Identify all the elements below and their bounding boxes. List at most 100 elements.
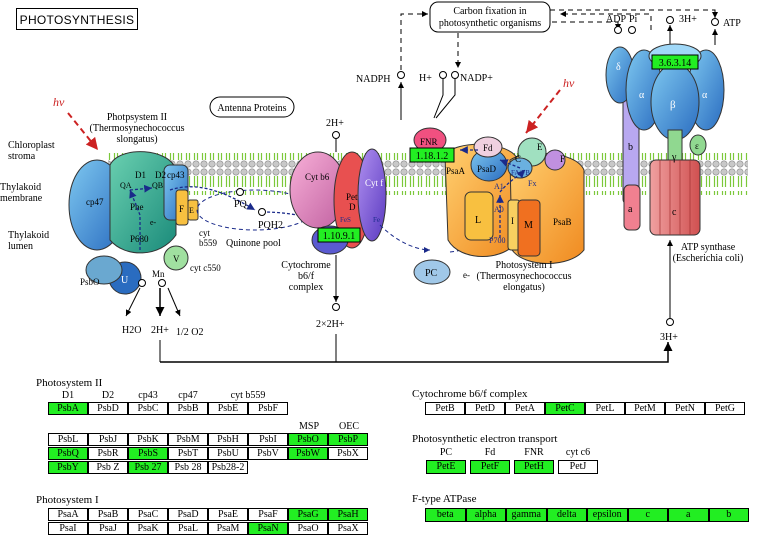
pet-header-cytc6: cyt c6 (565, 447, 591, 458)
ec-1-18-1-2[interactable] (409, 147, 455, 163)
photosystem-i[interactable] (413, 127, 585, 264)
gene-psah[interactable]: PsaH (328, 508, 368, 521)
gene-psb-z[interactable]: Psb Z (88, 461, 128, 474)
gene-psbv[interactable]: PsbV (248, 447, 288, 460)
adp-node[interactable] (614, 26, 622, 34)
gene-psbd[interactable]: PsbD (88, 402, 128, 415)
gene-psax[interactable]: PsaX (328, 522, 368, 535)
three-h-top-node[interactable] (666, 16, 674, 24)
nadp-node[interactable] (451, 71, 459, 79)
gene-psby[interactable]: PsbY (48, 461, 88, 474)
gene-b[interactable]: b (708, 508, 749, 522)
pet-header-pc: PC (439, 447, 453, 458)
atp-synthase[interactable] (605, 43, 725, 236)
gene-psao[interactable]: PsaO (288, 522, 328, 535)
three-h-top-label: 3H+ (679, 14, 697, 25)
gene-peth[interactable]: PetH (514, 460, 554, 474)
three-h-bottom-node[interactable] (666, 318, 674, 326)
gene-psaj[interactable]: PsaJ (88, 522, 128, 535)
gene-psag[interactable]: PsaG (288, 508, 328, 521)
psii-e-sub: E (189, 206, 194, 215)
gene-petd[interactable]: PetD (465, 402, 505, 415)
gene-psak[interactable]: PsaK (128, 522, 168, 535)
gene-psan[interactable]: PsaN (248, 522, 288, 535)
gene-psal[interactable]: PsaL (168, 522, 208, 535)
gene-psbq[interactable]: PsbQ (48, 447, 88, 460)
gene-psai[interactable]: PsaI (48, 522, 88, 535)
gene-psbo[interactable]: PsbO (288, 433, 328, 446)
pi-label: Pi (629, 14, 638, 25)
gene-psbj[interactable]: PsbJ (88, 433, 128, 446)
gene-epsilon[interactable]: epsilon (587, 508, 628, 522)
gene-beta[interactable]: beta (425, 508, 466, 522)
gene-psaf[interactable]: PsaF (248, 508, 288, 521)
gene-petm[interactable]: PetM (625, 402, 665, 415)
gene-petl[interactable]: PetL (585, 402, 625, 415)
psi-fd: Fd (483, 143, 493, 153)
gene-petn[interactable]: PetN (665, 402, 705, 415)
gene-pete[interactable]: PetE (426, 460, 466, 474)
gene-psaa[interactable]: PsaA (48, 508, 88, 521)
ec-3-6-3-14[interactable] (651, 54, 699, 70)
gene-psbi[interactable]: PsbI (248, 433, 288, 446)
gene-psae[interactable]: PsaE (208, 508, 248, 521)
psbo-label: PsbO (80, 277, 100, 287)
psii-cp47: cp47 (86, 197, 104, 207)
two-h-bottom-label: 2H+ (151, 325, 169, 336)
carbon-fixation-box[interactable] (429, 1, 551, 33)
gene-psb28-2[interactable]: Psb28-2 (208, 461, 248, 474)
antenna-proteins-box[interactable] (209, 96, 295, 118)
h2o-label: H2O (122, 325, 141, 336)
gene-petf[interactable]: PetF (470, 460, 510, 474)
gene-c[interactable]: c (627, 508, 668, 522)
two-x-two-h-node[interactable] (332, 303, 340, 311)
psii-u: U (121, 275, 129, 286)
gene-alpha[interactable]: alpha (465, 508, 506, 522)
gene-psbk[interactable]: PsbK (128, 433, 168, 446)
gene-gamma[interactable]: gamma (506, 508, 547, 522)
gene-psbh[interactable]: PsbH (208, 433, 248, 446)
gene-psbm[interactable]: PsbM (168, 433, 208, 446)
gene-psbp[interactable]: PsbP (328, 433, 368, 446)
gene-peta[interactable]: PetA (505, 402, 545, 415)
pc-protein[interactable] (413, 259, 451, 285)
gene-psbl[interactable]: PsbL (48, 433, 88, 446)
atp-c: c (672, 207, 677, 218)
gene-psbw[interactable]: PsbW (288, 447, 328, 460)
gene-psbu[interactable]: PsbU (208, 447, 248, 460)
gene-psad[interactable]: PsaD (168, 508, 208, 521)
gene-psbt[interactable]: PsbT (168, 447, 208, 460)
gene-petc[interactable]: PetC (545, 402, 585, 415)
gene-psab[interactable]: PsaB (88, 508, 128, 521)
hplus-node[interactable] (439, 71, 447, 79)
gene-petg[interactable]: PetG (705, 402, 745, 415)
gene-psb-28[interactable]: Psb 28 (168, 461, 208, 474)
gene-psb-27[interactable]: Psb 27 (128, 461, 168, 474)
pi-node[interactable] (628, 26, 636, 34)
mn-node[interactable] (158, 279, 166, 287)
psi-fafb: FA/FB (511, 169, 530, 177)
gene-petb[interactable]: PetB (425, 402, 465, 415)
gene-psbc[interactable]: PsbC (128, 402, 168, 415)
gene-psac[interactable]: PsaC (128, 508, 168, 521)
gene-psbs[interactable]: PsbS (128, 447, 168, 460)
two-h-top-node[interactable] (332, 131, 340, 139)
ec-1-10-9-1[interactable] (317, 227, 361, 243)
gene-psbb[interactable]: PsbB (168, 402, 208, 415)
gene-psbe[interactable]: PsbE (208, 402, 248, 415)
gene-delta[interactable]: delta (546, 508, 587, 522)
gene-psbr[interactable]: PsbR (88, 447, 128, 460)
water-node[interactable] (138, 279, 146, 287)
psii-d1: D1 (135, 170, 146, 180)
nadph-node[interactable] (397, 71, 405, 79)
atp-node[interactable] (711, 18, 719, 26)
photosystem-ii[interactable] (68, 151, 199, 295)
gene-petj[interactable]: PetJ (558, 460, 598, 474)
gene-a[interactable]: a (668, 508, 709, 522)
gene-psba[interactable]: PsbA (48, 402, 88, 415)
gene-psam[interactable]: PsaM (208, 522, 248, 535)
gene-psbx[interactable]: PsbX (328, 447, 368, 460)
gene-psbf[interactable]: PsbF (248, 402, 288, 415)
